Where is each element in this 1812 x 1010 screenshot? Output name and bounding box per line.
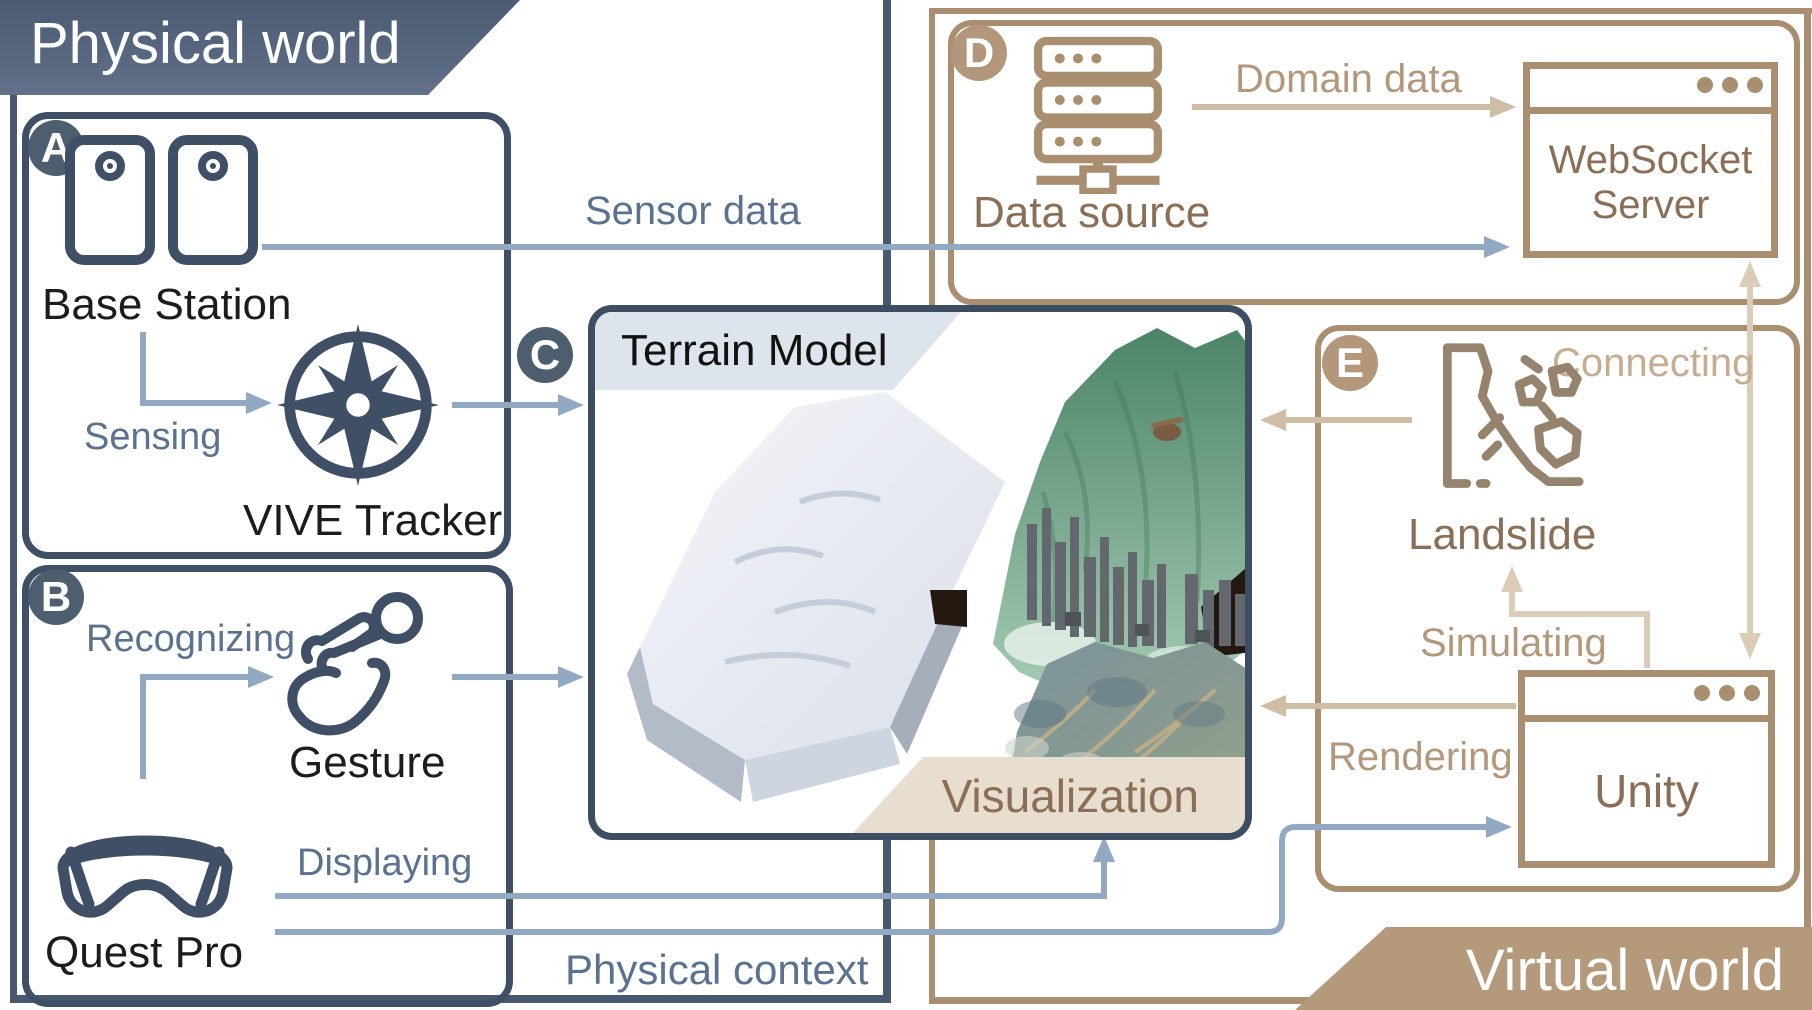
websocket-server-label: WebSocket Server [1548, 137, 1753, 227]
physical-context-label: Physical context [565, 946, 869, 993]
gesture-tap-icon [287, 592, 423, 736]
recognizing-label: Recognizing [86, 618, 296, 660]
base-station-icon [65, 135, 155, 265]
terrain-model-panel: Terrain Model Visualization [588, 305, 1252, 840]
quest-pro-headset-icon [57, 835, 233, 918]
panel-e-simulation [1315, 325, 1800, 892]
physical-world-border-left [10, 95, 17, 998]
panel-a-tracking [22, 112, 511, 559]
edge-displaying-arrowhead [1093, 836, 1115, 862]
landslide-label: Landslide [1408, 510, 1597, 559]
visualization-label: Visualization [941, 770, 1199, 822]
edge-recognizing-arrowhead [248, 666, 274, 688]
edge-domain-data-arrowhead [1490, 96, 1516, 118]
edge-gesture-arrowhead [558, 666, 584, 688]
edge-simulating-arrowhead [1501, 566, 1523, 592]
edge-tracker-arrowhead [558, 394, 584, 416]
edge-simulating-line [1509, 592, 1650, 668]
data-source-server-icon [1033, 36, 1163, 194]
badge-d: D [951, 25, 1007, 81]
badge-e: E [1322, 335, 1378, 391]
edge-recognizing-line [140, 674, 248, 779]
edge-displaying-line [275, 850, 1107, 899]
vive-tracker-label: VIVE Tracker [243, 496, 503, 545]
base-station-label: Base Station [42, 280, 292, 329]
edge-sensing-arrowhead [246, 392, 272, 414]
connecting-label: Connecting [1552, 341, 1755, 385]
landslide-icon [1442, 343, 1584, 488]
building-bars [1027, 508, 1245, 648]
edge-sensing-line [140, 332, 246, 406]
terrain-model-header: Terrain Model [595, 312, 961, 390]
gesture-label: Gesture [289, 738, 446, 787]
terrain-model-title: Terrain Model [621, 326, 888, 375]
edge-connecting-arrowhead-down [1739, 633, 1761, 659]
clay-terrain [627, 392, 1005, 802]
displaying-label: Displaying [297, 842, 473, 884]
visualization-strip: Visualization [853, 757, 1245, 833]
vive-tracker-compass-icon [276, 323, 440, 487]
terrain-render-image [627, 328, 1245, 833]
base-station-icon-group [64, 134, 259, 266]
window-dots-icon [1685, 685, 1760, 706]
physical-world-title: Physical world [30, 11, 401, 76]
virtual-world-banner: Virtual world [1295, 927, 1812, 1010]
quest-pro-label: Quest Pro [45, 928, 244, 977]
edge-landslide-arrowhead [1260, 409, 1286, 431]
panel-d-data [948, 20, 1800, 305]
unity-node: Unity [1518, 670, 1775, 868]
physical-world-border-bottom [10, 995, 890, 1003]
edge-physical-context-line [275, 824, 1486, 935]
helicopter-marker [1150, 416, 1184, 441]
websocket-window-titlebar [1530, 69, 1771, 114]
simulating-label: Simulating [1420, 621, 1607, 665]
base-station-icon [168, 135, 258, 265]
edge-physical-context-arrowhead [1486, 816, 1512, 838]
badge-b: B [28, 569, 84, 625]
unity-label: Unity [1594, 764, 1699, 817]
panel-b-interaction [22, 565, 513, 1007]
virtual-world-border-top [929, 8, 1812, 14]
edge-connecting-arrowhead-up [1739, 261, 1761, 287]
physical-world-banner: Physical world [0, 0, 520, 95]
domain-data-label: Domain data [1235, 57, 1462, 101]
virtual-world-title: Virtual world [1465, 938, 1784, 1003]
virtual-world-border-right [1804, 8, 1811, 1003]
sensing-label: Sensing [84, 416, 222, 458]
window-dots-icon [1688, 77, 1763, 98]
sensor-data-label: Sensor data [585, 189, 801, 233]
unity-window-titlebar [1525, 677, 1768, 722]
rendering-label: Rendering [1328, 735, 1513, 779]
websocket-server-node: WebSocket Server [1523, 62, 1778, 258]
data-source-label: Data source [973, 188, 1211, 237]
edge-rendering-arrowhead [1260, 695, 1286, 717]
badge-c: C [517, 327, 573, 383]
edge-sensor-data-arrowhead [1484, 236, 1510, 258]
